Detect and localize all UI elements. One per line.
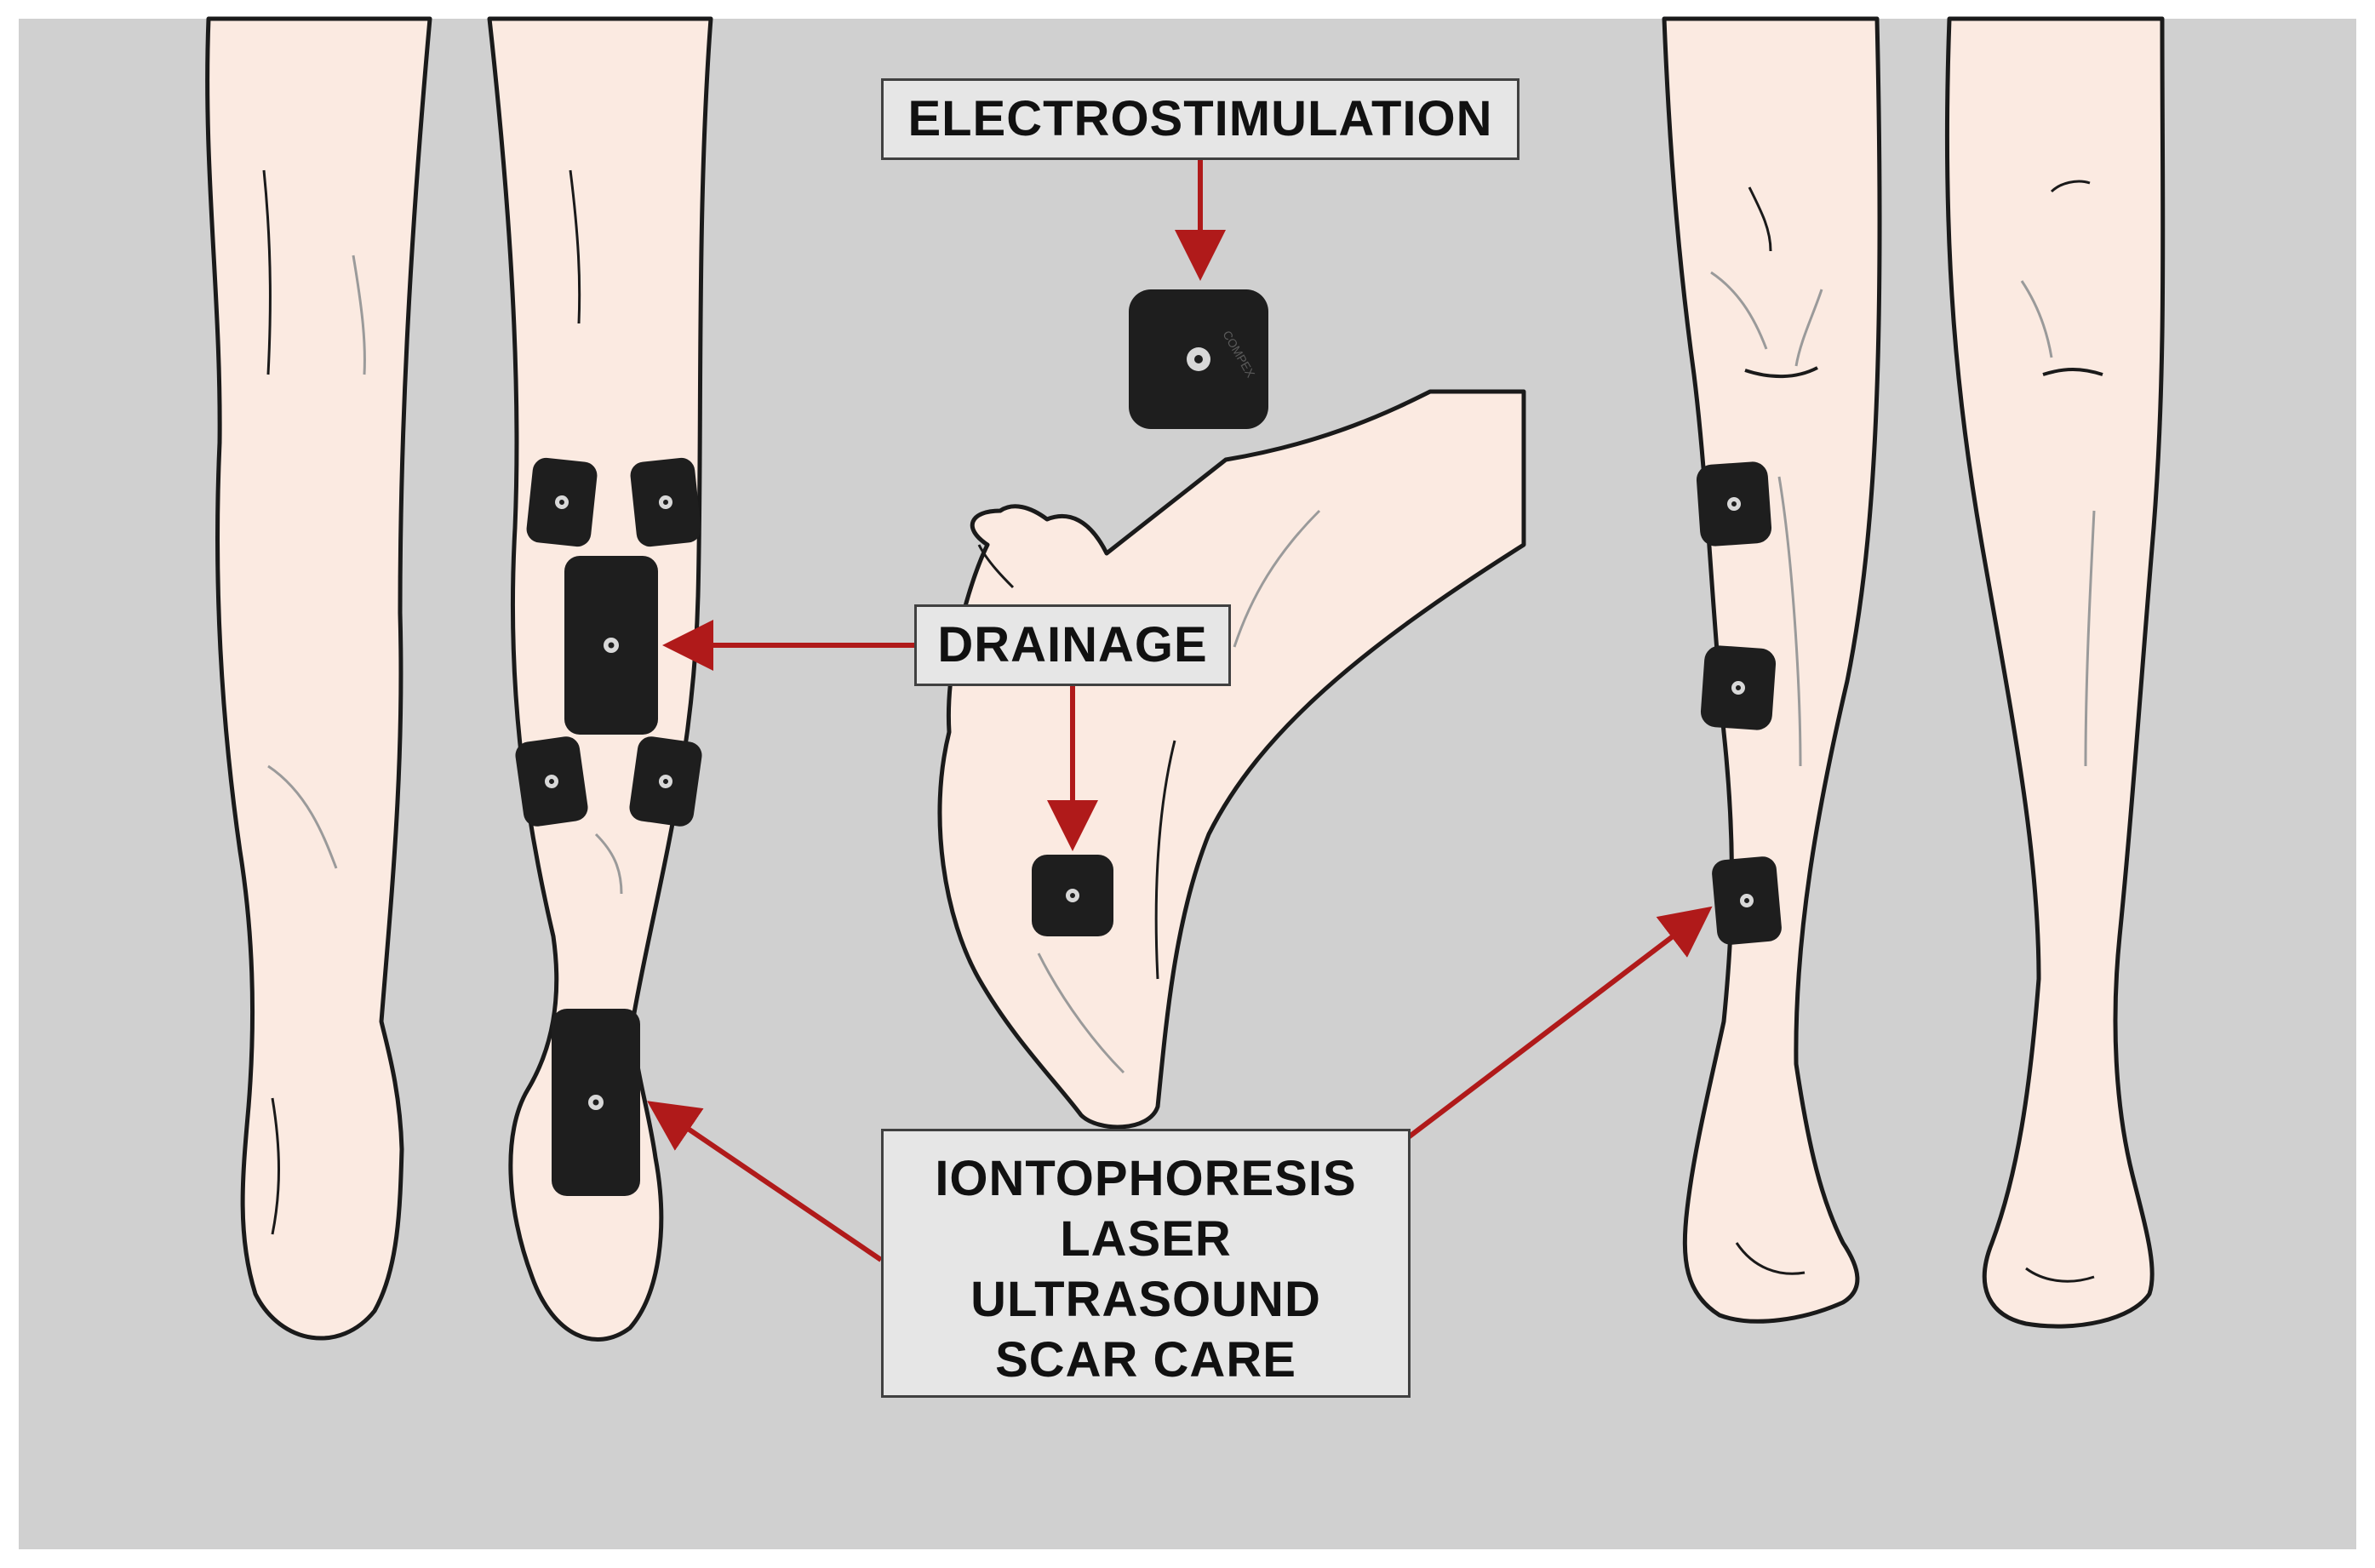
foot-shape <box>937 389 1526 1130</box>
electrode-square <box>1712 856 1782 945</box>
label-ultrasound: ULTRASOUND <box>970 1272 1321 1327</box>
arrows <box>647 160 1713 1262</box>
arrow-therapies-left <box>647 1101 883 1262</box>
electrode-rectangle <box>564 556 658 735</box>
electrode-square <box>526 457 598 547</box>
anterior-electrodes <box>1696 461 1782 945</box>
electrode-rectangle <box>552 1009 640 1196</box>
label-therapies: IONTOPHORESIS LASER ULTRASOUND SCAR CARE <box>881 1129 1411 1398</box>
left-leg-posterior <box>205 16 432 1341</box>
right-leg-anterior <box>1944 16 2166 1329</box>
electrode-square <box>630 457 701 547</box>
electrode-square <box>1696 461 1772 547</box>
label-drainage: DRAINAGE <box>914 604 1231 686</box>
label-iontophoresis: IONTOPHORESIS <box>935 1151 1357 1206</box>
posterior-electrodes <box>515 457 702 1196</box>
label-electrostimulation: ELECTROSTIMULATION <box>881 78 1519 160</box>
electrode-square <box>629 736 702 827</box>
electrode-icon: COMPEX <box>1129 289 1268 429</box>
label-scar-care: SCAR CARE <box>995 1332 1296 1388</box>
electrode-square <box>1700 645 1777 730</box>
foot-plantar-view <box>937 389 1526 1130</box>
arrow-therapies-right <box>1352 906 1713 1182</box>
electrode-square <box>1032 855 1113 936</box>
electrode-square <box>515 736 588 827</box>
label-laser: LASER <box>1060 1211 1232 1267</box>
